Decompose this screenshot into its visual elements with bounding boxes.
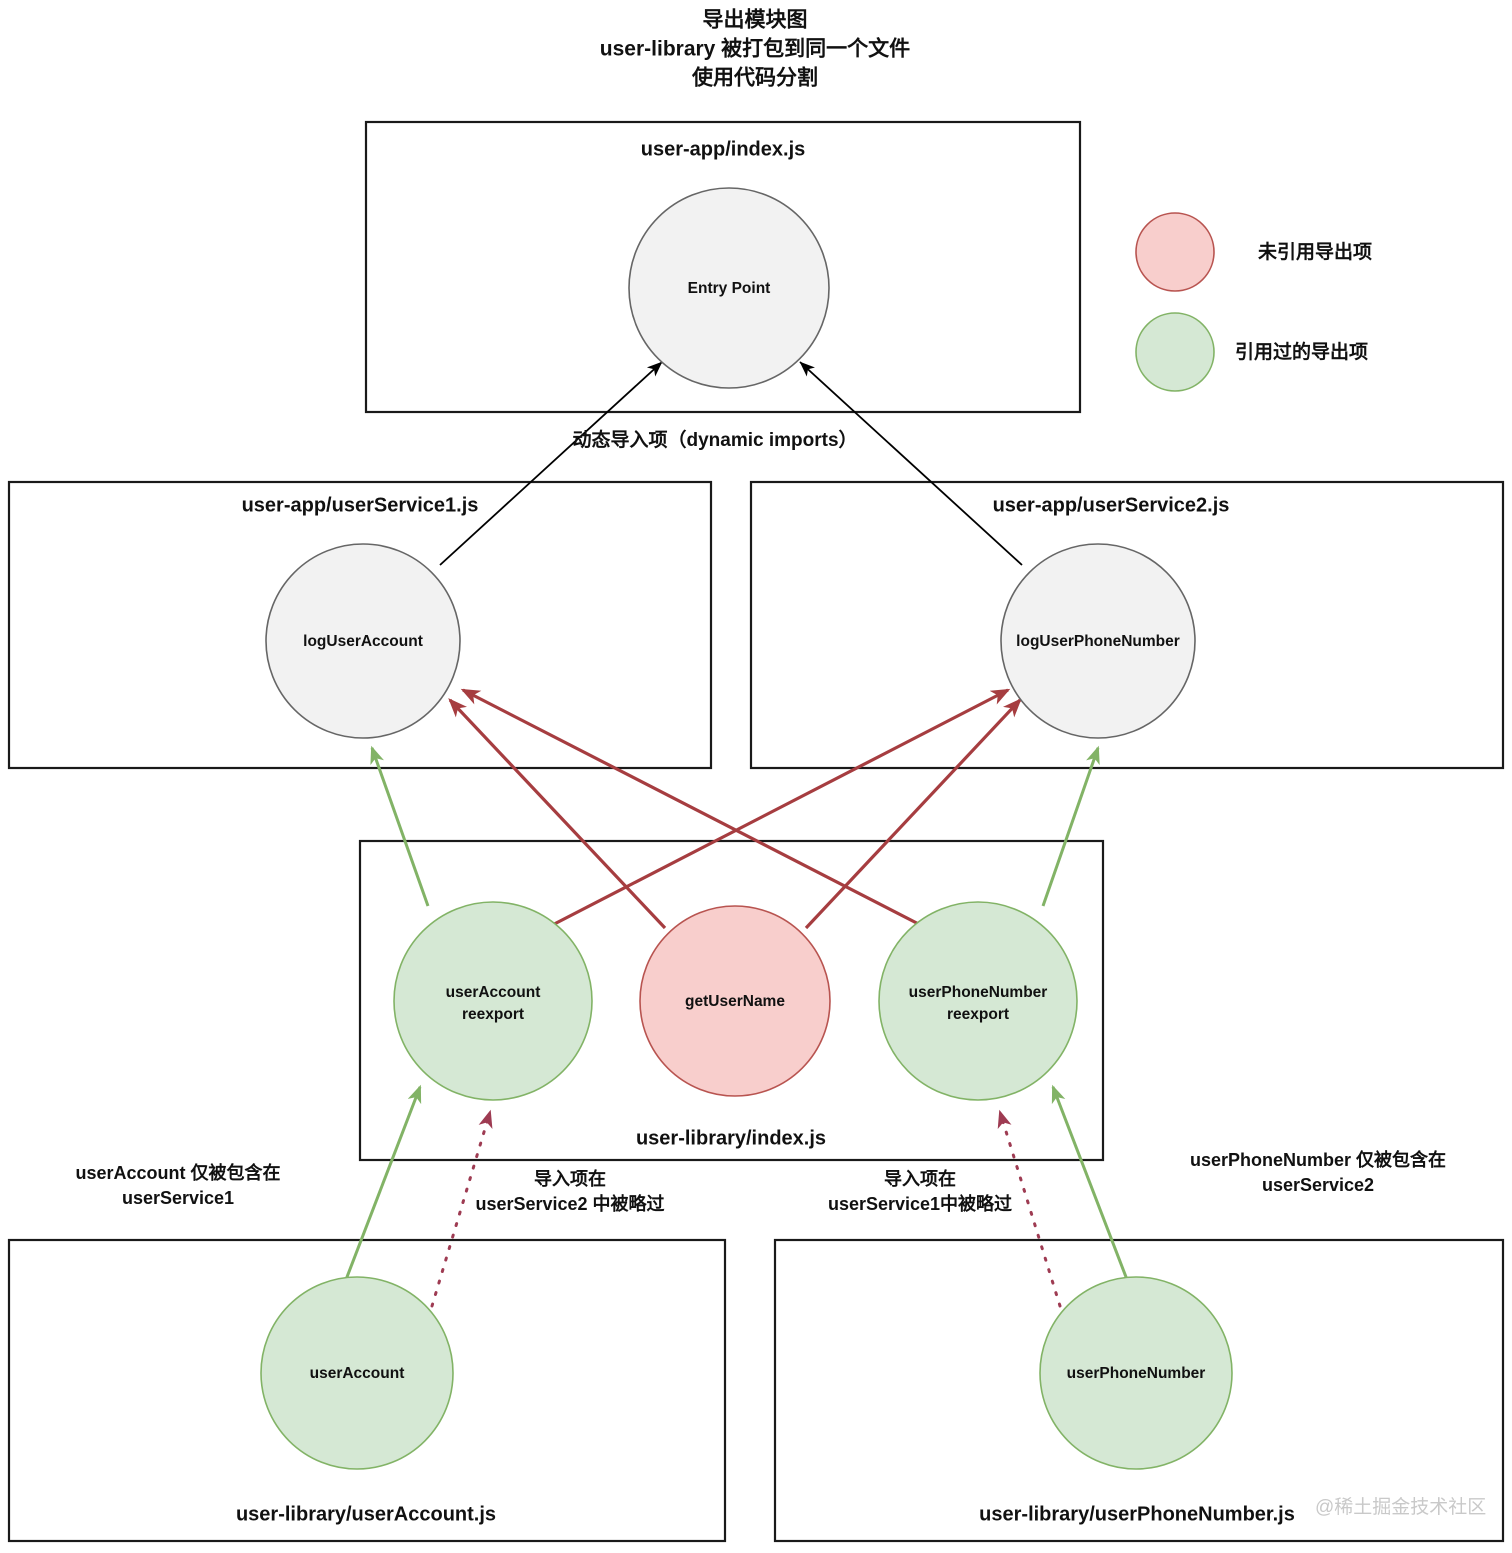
title-line-1: 导出模块图 <box>703 8 808 32</box>
box-user-library-index-label: user-library/index.js <box>636 1127 826 1149</box>
node-user-account-reexport[interactable]: userAccount reexport <box>393 901 593 1101</box>
node-log-user-phone-number-label: logUserPhoneNumber <box>1016 633 1180 650</box>
annotation-skipped-in-service1-line1: 导入项在 <box>884 1168 956 1189</box>
node-get-user-name[interactable]: getUserName <box>639 905 831 1097</box>
annotation-user-phone-number-only-service2-line2: userService2 <box>1262 1175 1374 1195</box>
diagram-title: 导出模块图 user-library 被打包到同一个文件 使用代码分割 <box>600 8 910 90</box>
legend: 未引用导出项 引用过的导出项 <box>1135 212 1372 392</box>
legend-label-referenced: 引用过的导出项 <box>1235 340 1368 363</box>
node-user-phone-number-reexport-label-line2: reexport <box>947 1006 1009 1023</box>
box-user-service2-label: user-app/userService2.js <box>993 494 1230 516</box>
node-entry-point-shape <box>628 187 830 389</box>
edge-user-phone-number-to-user-phone-number-reexport <box>1051 1084 1138 1304</box>
edge-user-account-reexport-to-log-user-phone-number <box>532 688 1011 937</box>
node-user-phone-number-reexport-shape <box>878 901 1078 1101</box>
annotation-user-phone-number-only-service2: userPhoneNumber 仅被包含在 userService2 <box>1190 1149 1446 1195</box>
node-log-user-account-shape <box>265 543 461 739</box>
node-user-account[interactable]: userAccount <box>260 1276 454 1470</box>
node-user-phone-number-reexport-label-line1: userPhoneNumber <box>909 984 1048 1001</box>
annotation-user-account-only-service1-line1: userAccount 仅被包含在 <box>75 1162 280 1183</box>
edge-user-account-reexport-to-log-user-account <box>370 745 430 907</box>
legend-swatch-referenced <box>1135 312 1215 392</box>
edge-caption-dynamic-imports-label: 动态导入项（dynamic imports） <box>572 428 857 451</box>
edge-caption-dynamic-imports: 动态导入项（dynamic imports） <box>572 428 857 451</box>
annotation-user-account-only-service1: userAccount 仅被包含在 userService1 <box>75 1162 280 1208</box>
watermark: @稀土掘金技术社区 <box>1315 1496 1486 1518</box>
box-user-app-index-label: user-app/index.js <box>641 138 806 160</box>
node-user-account-reexport-label-line2: reexport <box>462 1006 524 1023</box>
node-log-user-phone-number[interactable]: logUserPhoneNumber <box>1000 543 1196 739</box>
edge-dynamic-import-service1 <box>439 361 663 566</box>
edge-dotted-user-phone-number-skipped <box>997 1109 1062 1308</box>
edge-get-user-name-to-log-user-phone-number <box>804 698 1022 930</box>
node-user-phone-number-shape <box>1039 1276 1233 1470</box>
node-user-phone-number-label: userPhoneNumber <box>1067 1365 1206 1382</box>
node-user-phone-number-reexport[interactable]: userPhoneNumber reexport <box>878 901 1078 1101</box>
title-line-2: user-library 被打包到同一个文件 <box>600 37 910 61</box>
node-user-account-reexport-label-line1: userAccount <box>446 984 541 1001</box>
edge-user-phone-number-reexport-to-log-user-phone-number <box>1041 745 1100 907</box>
edge-dotted-user-account-skipped <box>430 1109 493 1308</box>
box-user-library-user-account-label: user-library/userAccount.js <box>236 1503 496 1525</box>
node-user-account-reexport-shape <box>393 901 593 1101</box>
edge-get-user-name-to-log-user-account <box>448 698 667 930</box>
annotation-skipped-in-service2: 导入项在 userService2 中被略过 <box>475 1168 664 1214</box>
node-log-user-phone-number-shape <box>1000 543 1196 739</box>
annotation-user-phone-number-only-service2-line1: userPhoneNumber 仅被包含在 <box>1190 1149 1446 1170</box>
box-user-service1-label: user-app/userService1.js <box>242 494 479 516</box>
edge-user-phone-number-reexport-to-log-user-account <box>460 688 941 937</box>
edge-dynamic-import-service2 <box>799 361 1023 566</box>
title-line-3: 使用代码分割 <box>691 66 818 90</box>
annotation-skipped-in-service2-line2: userService2 中被略过 <box>475 1193 664 1214</box>
annotation-skipped-in-service1-line2: userService1中被略过 <box>828 1193 1012 1214</box>
node-get-user-name-label: getUserName <box>685 993 785 1010</box>
legend-label-unreferenced: 未引用导出项 <box>1257 240 1372 263</box>
box-user-library-user-phone-number-label: user-library/userPhoneNumber.js <box>979 1503 1295 1525</box>
node-log-user-account[interactable]: logUserAccount <box>265 543 461 739</box>
node-get-user-name-shape <box>639 905 831 1097</box>
node-user-account-shape <box>260 1276 454 1470</box>
edge-user-account-to-user-account-reexport <box>335 1084 422 1304</box>
node-user-account-label: userAccount <box>310 1365 405 1382</box>
node-entry-point-label: Entry Point <box>688 280 771 297</box>
annotation-user-account-only-service1-line2: userService1 <box>122 1188 234 1208</box>
node-user-phone-number[interactable]: userPhoneNumber <box>1039 1276 1233 1470</box>
annotation-skipped-in-service1: 导入项在 userService1中被略过 <box>828 1168 1012 1214</box>
annotation-skipped-in-service2-line1: 导入项在 <box>534 1168 606 1189</box>
legend-swatch-unreferenced <box>1135 212 1215 292</box>
node-log-user-account-label: logUserAccount <box>303 633 423 650</box>
node-entry-point[interactable]: Entry Point <box>628 187 830 389</box>
